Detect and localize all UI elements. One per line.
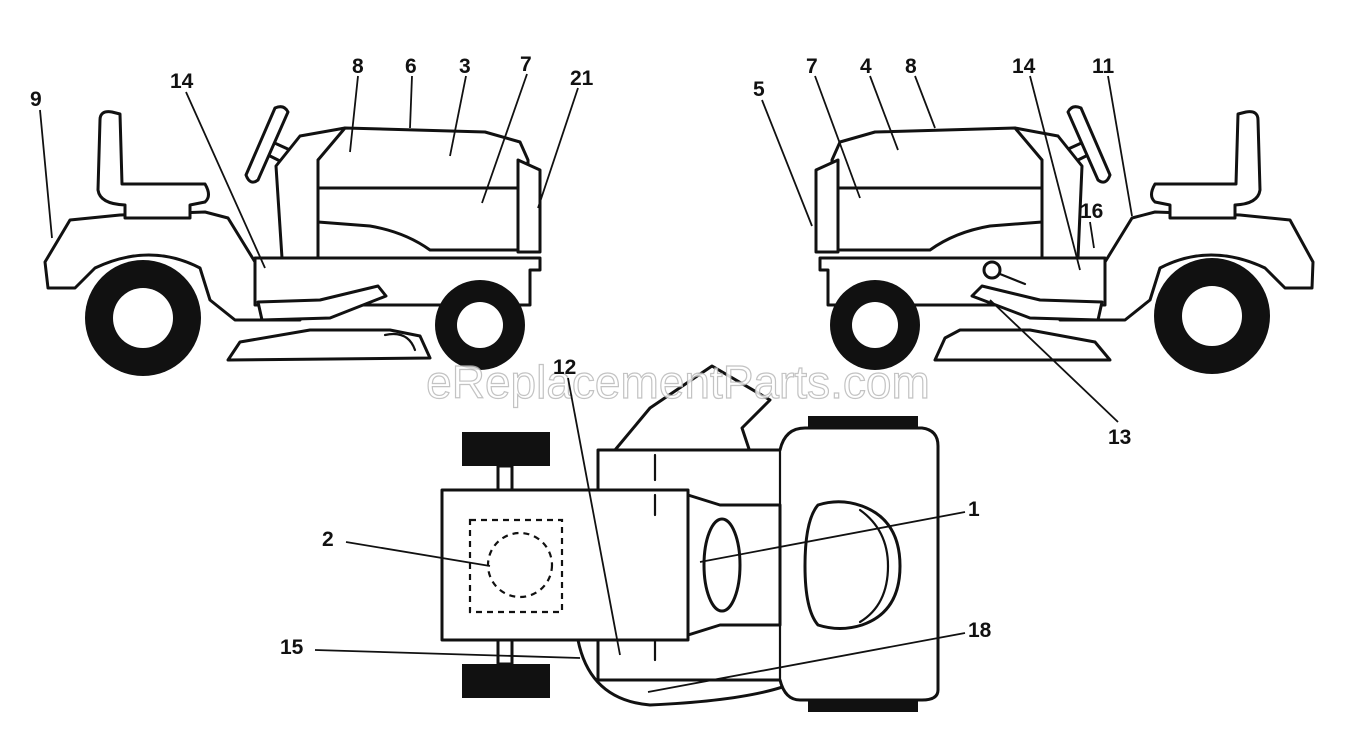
right-mower-deck: [933, 328, 1112, 362]
callout-top-18: 18: [968, 619, 992, 642]
right-rear-wheel: [1154, 258, 1270, 374]
leader-lines: [39, 73, 1133, 693]
right-lift-lever-knob: [982, 260, 1002, 280]
right-side-panel: [833, 186, 1044, 252]
left-steering-wheel: [244, 105, 290, 184]
left-rear-fender: [43, 210, 302, 322]
callout-top-15: 15: [280, 636, 304, 659]
right-grille: [814, 158, 840, 254]
callout-right-16: 16: [1080, 200, 1103, 223]
left-deck-chute: [383, 332, 417, 352]
callout-right-8: 8: [905, 55, 917, 78]
top-rear-tire-lower: [462, 664, 550, 698]
mower-top-view: [440, 364, 940, 712]
top-front-tire-upper: [808, 416, 918, 428]
callout-right-5: 5: [753, 78, 765, 101]
left-side-panel: [316, 186, 527, 252]
right-steering-wheel: [1066, 105, 1112, 184]
top-hood-inner-arc: [858, 508, 890, 624]
callout-top-1: 1: [968, 498, 980, 521]
left-footrest: [256, 284, 388, 322]
right-footrest: [970, 284, 1104, 322]
left-grille: [516, 158, 542, 254]
right-seat: [1150, 110, 1262, 220]
left-front-wheel: [435, 280, 525, 370]
right-hood: [830, 126, 1044, 190]
mower-right-side-view: [814, 105, 1315, 374]
callout-right-13: 13: [1108, 426, 1131, 449]
left-seat: [96, 110, 210, 220]
callout-left-9: 9: [30, 88, 42, 111]
callout-right-7: 7: [806, 55, 818, 78]
left-mower-deck: [226, 328, 432, 362]
callout-left-6: 6: [405, 55, 417, 78]
callout-left-7: 7: [520, 53, 532, 76]
callout-left-3: 3: [459, 55, 471, 78]
top-front-tire-lower: [808, 700, 918, 712]
left-rear-wheel: [85, 260, 201, 376]
callout-left-8: 8: [352, 55, 364, 78]
callout-top-2: 2: [322, 528, 334, 551]
callout-right-4: 4: [860, 55, 872, 78]
callout-labels: 9 14 8 6 3 7 21 5 7 4 8 14 11 16 13 12 2…: [30, 53, 1131, 659]
callout-top-12: 12: [553, 356, 576, 379]
right-rear-fender: [1058, 210, 1315, 322]
left-hood: [316, 126, 530, 190]
mower-left-side-view: [43, 105, 542, 376]
right-front-wheel: [830, 280, 920, 370]
top-seat-outline: [468, 518, 564, 614]
callout-right-11: 11: [1092, 55, 1115, 78]
top-rear-tire-upper: [462, 432, 550, 466]
callout-right-14: 14: [1012, 55, 1036, 78]
top-steering-wheel: [702, 517, 742, 613]
callout-left-14: 14: [170, 70, 194, 93]
watermark-text: eReplacementParts.com: [426, 356, 930, 408]
top-hood-dome: [803, 500, 902, 630]
callout-left-21: 21: [570, 67, 594, 90]
